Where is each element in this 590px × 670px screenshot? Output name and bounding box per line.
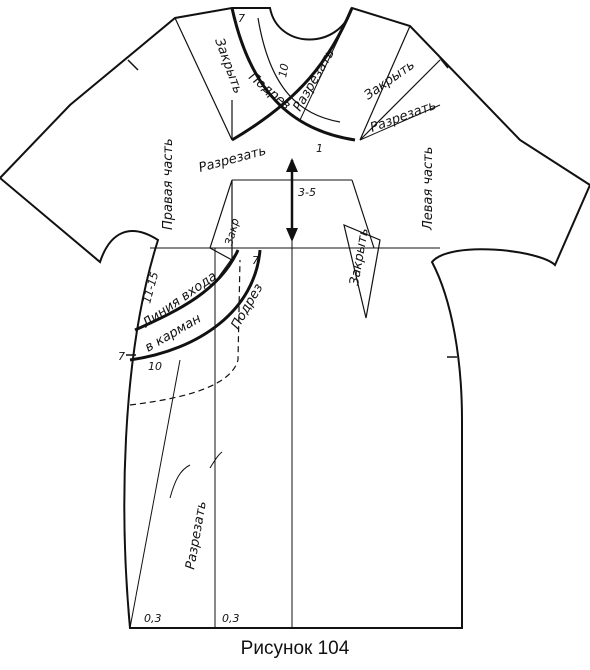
mark-7-top: 7: [238, 12, 245, 25]
pocket-entry-line: [134, 249, 240, 332]
waist-dart-right: [343, 223, 381, 319]
arrow-head-up: [286, 158, 298, 172]
pocket-line-lower: [129, 249, 262, 362]
dart-top-left: [174, 17, 233, 141]
label-right-part: Правая часть: [161, 138, 176, 230]
yoke-right-side: [351, 179, 375, 249]
label-cut-top-left: Разрезать: [197, 143, 268, 175]
cut-arrow-left: [169, 464, 191, 499]
arrow-head-down: [286, 228, 298, 242]
tick-left-sleeve: [127, 59, 139, 71]
figure-caption: Рисунок 104: [240, 638, 350, 659]
tick-right-sleeve: [439, 57, 449, 69]
label-cut-bottom: Разрезать: [183, 500, 210, 571]
mark-7-pocket: 7: [252, 254, 259, 267]
cut-line-right: [359, 104, 441, 141]
label-cut-neck: Разрезать: [290, 47, 338, 114]
pocket-bag-dashed: [129, 259, 241, 406]
label-cut-top-right: Разрезать: [368, 98, 438, 136]
yoke-left-side: [209, 179, 233, 262]
neck-band-right: [230, 7, 356, 142]
mark-11-15: 11-15: [140, 271, 161, 305]
neck-band-left: [231, 7, 354, 142]
label-dart-small: Закр: [222, 217, 242, 247]
mark-1: 1: [316, 142, 323, 155]
mark-10-side: 10: [148, 360, 162, 373]
cut-line-long: [129, 359, 181, 629]
cut-arrow-right: [209, 451, 223, 469]
pocket-support-line: [214, 249, 239, 283]
mark-7-side: 7: [118, 350, 125, 363]
label-close-top-left: Закрыть: [211, 36, 245, 96]
neck-band-inner: [257, 17, 341, 123]
mark-03-mid: 0,3: [222, 612, 240, 625]
cut-line-neck: [299, 9, 353, 121]
mark-03-left: 0,3: [144, 612, 162, 625]
mark-3-5: 3-5: [298, 186, 316, 199]
label-left-part: Левая часть: [421, 147, 436, 231]
label-dart-close-right: Закрыть: [347, 227, 372, 287]
label-close-top-right: Закрыть: [362, 58, 418, 104]
mark-10-top: 10: [276, 62, 291, 78]
